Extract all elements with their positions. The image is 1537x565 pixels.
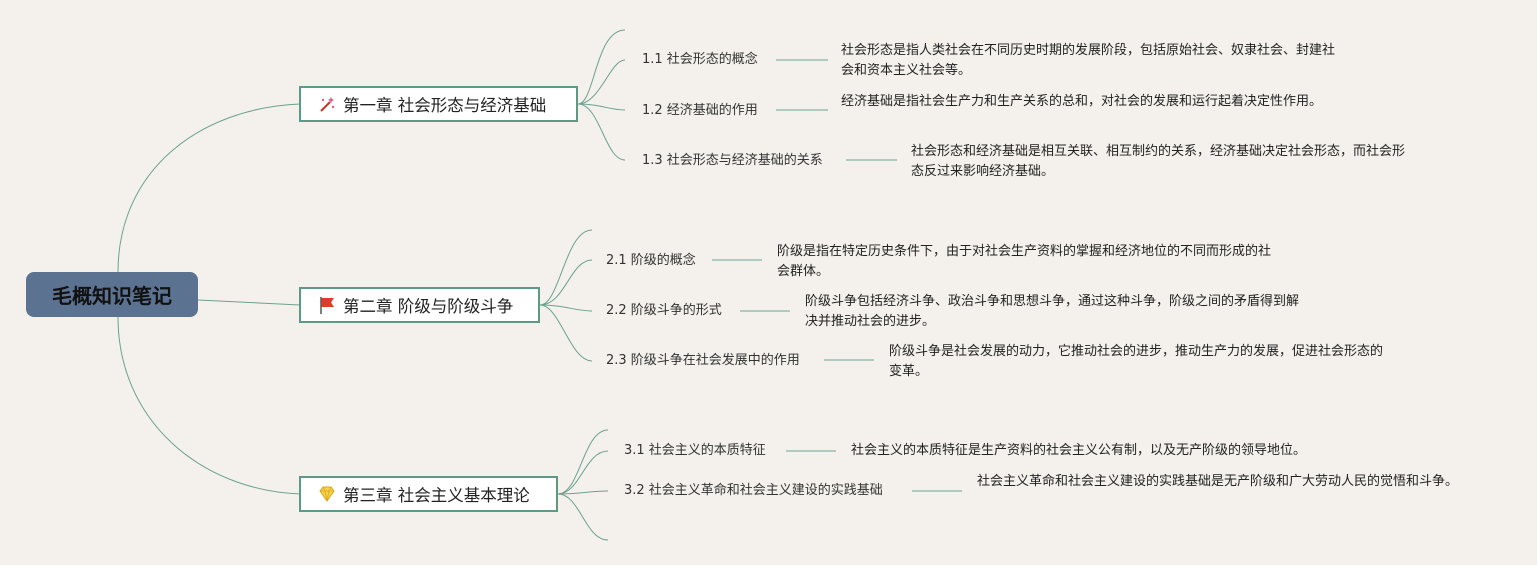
topic-2-3-desc: 阶级斗争是社会发展的动力，它推动社会的进步，推动生产力的发展，促进社会形态的变革…	[889, 344, 1384, 379]
topic-3-1[interactable]: 3.1 社会主义的本质特征	[624, 443, 766, 458]
topic-1-3[interactable]: 1.3 社会形态与经济基础的关系	[642, 153, 823, 168]
topic-1-2-desc: 经济基础是指社会生产力和生产关系的总和，对社会的发展和运行起着决定性作用。	[841, 94, 1323, 109]
chapter-node-2[interactable]: 第二章 阶级与阶级斗争	[299, 287, 540, 323]
topic-3-1-desc: 社会主义的本质特征是生产资料的社会主义公有制，以及无产阶级的领导地位。	[851, 443, 1307, 458]
topic-2-1[interactable]: 2.1 阶级的概念	[606, 253, 696, 268]
topic-1-3-desc: 社会形态和经济基础是相互关联、相互制约的关系，经济基础决定社会形态，而社会形态反…	[911, 144, 1406, 179]
magic-wand-icon	[317, 94, 337, 114]
topic-1-1-desc: 社会形态是指人类社会在不同历史时期的发展阶段，包括原始社会、奴隶社会、封建社会和…	[841, 43, 1336, 78]
topic-2-1-desc: 阶级是指在特定历史条件下，由于对社会生产资料的掌握和经济地位的不同而形成的社会群…	[777, 244, 1272, 279]
gem-icon	[317, 484, 337, 504]
chapter-label-3: 第三章 社会主义基本理论	[343, 486, 530, 505]
chapter-label-1: 第一章 社会形态与经济基础	[343, 96, 547, 115]
topic-3-2[interactable]: 3.2 社会主义革命和社会主义建设的实践基础	[624, 483, 883, 498]
topic-2-2[interactable]: 2.2 阶级斗争的形式	[606, 303, 722, 318]
chapter-node-1[interactable]: 第一章 社会形态与经济基础	[299, 86, 578, 122]
topic-3-2-desc: 社会主义革命和社会主义建设的实践基础是无产阶级和广大劳动人民的觉悟和斗争。	[977, 474, 1459, 489]
red-flag-icon	[317, 295, 337, 315]
chapter-label-2: 第二章 阶级与阶级斗争	[343, 297, 514, 316]
chapter-node-3[interactable]: 第三章 社会主义基本理论	[299, 476, 558, 512]
topic-1-2[interactable]: 1.2 经济基础的作用	[642, 103, 758, 118]
topic-2-2-desc: 阶级斗争包括经济斗争、政治斗争和思想斗争，通过这种斗争，阶级之间的矛盾得到解决并…	[805, 294, 1300, 329]
root-node[interactable]: 毛概知识笔记	[26, 272, 198, 317]
root-label: 毛概知识笔记	[52, 284, 172, 308]
topic-1-1[interactable]: 1.1 社会形态的概念	[642, 52, 758, 67]
topic-2-3[interactable]: 2.3 阶级斗争在社会发展中的作用	[606, 353, 800, 368]
